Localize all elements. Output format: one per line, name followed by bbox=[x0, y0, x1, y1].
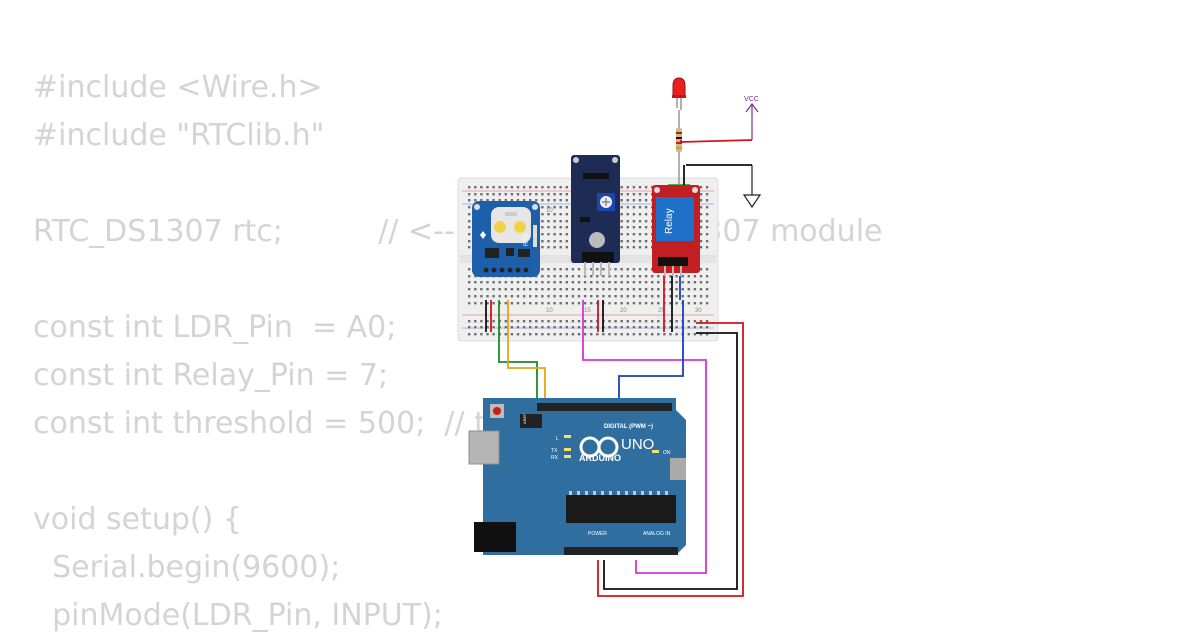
wire-gnd bbox=[603, 332, 738, 590]
relay-label: Relay bbox=[664, 208, 675, 234]
breadboard-col-25: 25 bbox=[658, 308, 665, 314]
red-led[interactable] bbox=[672, 77, 686, 110]
code-line: Serial.begin(9600); bbox=[33, 550, 341, 585]
on-label: ON bbox=[663, 450, 671, 456]
wire-relay-signal bbox=[618, 300, 684, 408]
rx-label: RX bbox=[551, 455, 559, 461]
code-line: #include "RTClib.h" bbox=[33, 118, 325, 153]
wires bbox=[485, 139, 753, 597]
code-line: const int Relay_Pin = 7; bbox=[33, 358, 389, 393]
ldr-sensor-module[interactable] bbox=[571, 155, 620, 276]
aref-label: AREF bbox=[522, 413, 527, 424]
breadboard-col-10: 10 bbox=[546, 208, 553, 214]
digital-label: DIGITAL (PWM ~) bbox=[604, 424, 653, 430]
digital-header bbox=[537, 403, 672, 411]
ground-symbol bbox=[742, 165, 762, 209]
breadboard-col-15: 15 bbox=[584, 308, 591, 314]
arduino-brand: ARDUINO bbox=[579, 453, 621, 463]
analog-label: ANALOG IN bbox=[643, 531, 671, 537]
code-line: #include <Wire.h> bbox=[33, 70, 323, 105]
l-label: L bbox=[556, 436, 559, 442]
code-line: void setup() { bbox=[33, 502, 242, 537]
vcc-symbol: VCC bbox=[744, 96, 759, 140]
vcc-label: VCC bbox=[744, 96, 759, 103]
reset-button bbox=[493, 407, 501, 415]
rtc-label: RTC bbox=[524, 233, 530, 246]
power-label: POWER bbox=[588, 531, 607, 537]
power-jack bbox=[474, 522, 516, 552]
wire-5v bbox=[597, 322, 744, 597]
breadboard-col-30: 30 bbox=[695, 308, 702, 314]
wire-vcc bbox=[680, 139, 753, 143]
usb-port bbox=[468, 430, 500, 465]
resistor[interactable] bbox=[676, 110, 682, 186]
rtc-module[interactable]: RTC bbox=[472, 201, 540, 277]
breadboard-col-20: 20 bbox=[620, 308, 627, 314]
wire-ldr-analog bbox=[582, 300, 707, 574]
atmega-chip bbox=[566, 495, 676, 523]
code-line: const int LDR_Pin = A0; bbox=[33, 310, 397, 345]
arduino-uno-board[interactable]: ARDUINO UNO DIGITAL (PWM ~) POWER ANALOG… bbox=[468, 398, 686, 555]
power-analog-header bbox=[564, 547, 678, 555]
tx-label: TX bbox=[551, 448, 558, 454]
relay-module[interactable]: Relay bbox=[652, 184, 700, 276]
breadboard-col-10-bottom: 10 bbox=[546, 308, 553, 314]
code-line: pinMode(LDR_Pin, INPUT); bbox=[33, 598, 443, 633]
arduino-model: UNO bbox=[621, 436, 654, 453]
wire-scl bbox=[507, 300, 546, 408]
wire-sda bbox=[498, 300, 538, 408]
